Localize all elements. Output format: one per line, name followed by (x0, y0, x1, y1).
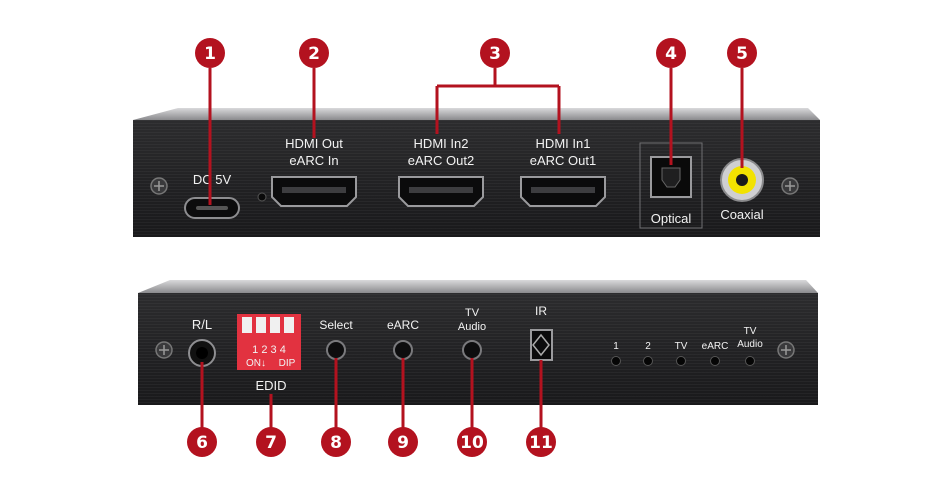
earc-label: eARC (387, 318, 419, 332)
leader-3 (435, 68, 561, 134)
top-panel-lid (133, 108, 820, 120)
hdmi-out-label: HDMI Out (285, 136, 343, 151)
ir-label: IR (535, 304, 547, 318)
callout-badge-6: 6 (187, 427, 217, 457)
hdmi-out-sub-label: eARC In (289, 153, 338, 168)
select-label: Select (319, 318, 353, 332)
bottom-panel: R/L 1 2 3 4 ON↓ DIP EDID Select eARC TV … (138, 280, 818, 405)
screw-icon (777, 341, 795, 359)
hdmi-in1-port[interactable] (520, 176, 606, 207)
callout-badge-8: 8 (321, 427, 351, 457)
led-tv-audio-label: TV (744, 326, 757, 337)
svg-text:5: 5 (736, 44, 748, 64)
led-tv-audio-indicator (745, 356, 755, 366)
callout-badge-1: 1 (195, 38, 225, 68)
led-2-label: 2 (645, 341, 651, 352)
svg-text:6: 6 (196, 433, 208, 453)
rl-label: R/L (192, 317, 212, 332)
svg-text:8: 8 (330, 433, 342, 453)
svg-text:4: 4 (665, 44, 677, 64)
svg-text:10: 10 (460, 433, 484, 453)
hdmi-in2-port[interactable] (398, 176, 484, 207)
ir-receiver-port[interactable] (530, 329, 553, 361)
hdmi-in1-label: HDMI In1 (536, 136, 591, 151)
callout-badge-9: 9 (388, 427, 418, 457)
svg-text:7: 7 (265, 433, 277, 453)
led-tv-label: TV (675, 341, 688, 352)
screw-icon (781, 177, 799, 195)
screw-icon (150, 177, 168, 195)
dip-on-label: ON↓ (246, 358, 266, 369)
svg-text:1: 1 (204, 44, 216, 64)
usb-c-port[interactable] (184, 197, 240, 219)
dip-dip-label: DIP (279, 358, 296, 369)
led-earc-indicator (710, 356, 720, 366)
reset-hole (257, 192, 267, 202)
hdmi-out-port[interactable] (271, 176, 357, 207)
callout-badge-2: 2 (299, 38, 329, 68)
callout-badge-4: 4 (656, 38, 686, 68)
callout-badge-7: 7 (256, 427, 286, 457)
coaxial-label: Coaxial (720, 207, 763, 222)
callout-badge-3: 3 (480, 38, 510, 68)
callout-badge-5: 5 (727, 38, 757, 68)
coaxial-port[interactable] (720, 158, 764, 202)
led-1-indicator (611, 356, 621, 366)
callout-badge-10: 10 (457, 427, 487, 457)
led-1-label: 1 (613, 341, 619, 352)
hdmi-in1-sub-label: eARC Out1 (530, 153, 596, 168)
svg-text:9: 9 (397, 433, 409, 453)
edid-label: EDID (255, 378, 286, 393)
select-button[interactable] (326, 340, 346, 360)
edid-dip-switch[interactable]: 1 2 3 4 ON↓ DIP (237, 314, 301, 370)
led-earc-label: eARC (702, 341, 729, 352)
svg-text:11: 11 (529, 433, 553, 453)
led-2-indicator (643, 356, 653, 366)
dc-label: DC 5V (193, 172, 232, 187)
led-tv-audio-sub-label: Audio (737, 339, 763, 350)
tv-audio-button[interactable] (462, 340, 482, 360)
earc-button[interactable] (393, 340, 413, 360)
led-tv-indicator (676, 356, 686, 366)
tv-audio-sub-label: Audio (458, 321, 486, 333)
tv-audio-label: TV (465, 307, 480, 319)
hdmi-in2-label: HDMI In2 (414, 136, 469, 151)
dip-numbers: 1 2 3 4 (252, 344, 286, 356)
hdmi-in2-sub-label: eARC Out2 (408, 153, 474, 168)
screw-icon (155, 341, 173, 359)
top-panel: DC 5V HDMI Out eARC In HDMI In2 eARC Out… (133, 108, 820, 237)
svg-text:3: 3 (489, 44, 501, 64)
callout-badge-11: 11 (526, 427, 556, 457)
callout-leaders (200, 68, 744, 430)
svg-text:2: 2 (308, 44, 320, 64)
optical-label: Optical (651, 211, 692, 226)
bottom-panel-lid (138, 280, 818, 293)
